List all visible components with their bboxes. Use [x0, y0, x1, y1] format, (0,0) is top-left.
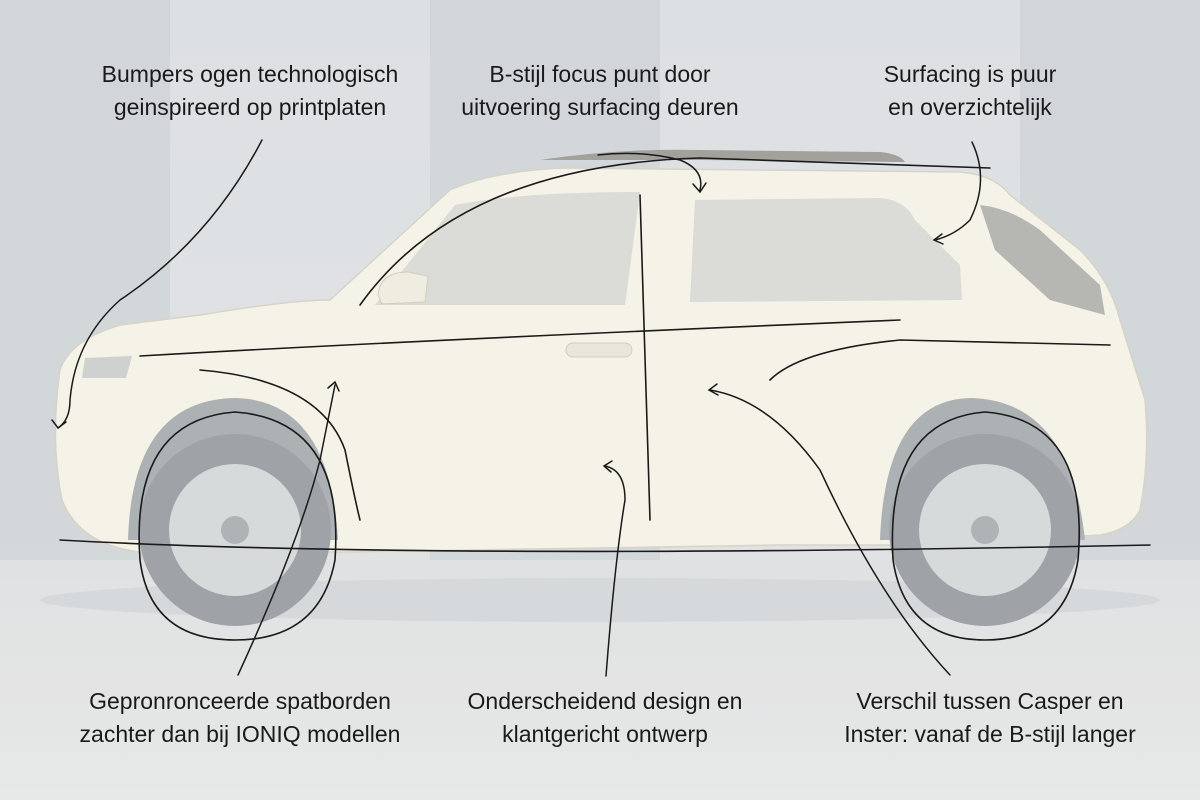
- annotation-surfacing: Surfacing is puur en overzichtelijk: [883, 61, 1057, 120]
- sketch-roof: [359, 157, 991, 306]
- rear-window: [690, 198, 962, 302]
- annotation-b-pillar: B-stijl focus punt door uitvoering surfa…: [461, 61, 739, 120]
- annotation-bumpers: Bumpers ogen technologisch geinspireerd …: [101, 61, 399, 120]
- leader-surfacing: [934, 141, 982, 241]
- sketch-b-pillar: [639, 194, 651, 521]
- front-wheel: [139, 434, 331, 626]
- door-handle: [565, 342, 633, 358]
- leader-lines: [57, 139, 982, 677]
- sketch-rocker: [59, 539, 1151, 553]
- annotation-difference: Verschil tussen Casper en Inster: vanaf …: [844, 688, 1136, 747]
- front-window: [375, 192, 640, 305]
- leader-arrowheads: [51, 182, 944, 473]
- side-mirror: [377, 271, 429, 305]
- leader-fenders: [237, 384, 336, 676]
- leader-bumpers: [57, 139, 263, 429]
- rear-quarter-window: [980, 205, 1105, 315]
- sketch-beltline: [139, 319, 901, 357]
- sketch-lines: [59, 157, 1151, 641]
- leader-difference: [709, 389, 951, 676]
- annotation-fenders: Gepronronceerde spatborden zachter dan b…: [79, 688, 401, 747]
- sketch-rear-wheel: [891, 411, 1080, 641]
- annotation-design: Onderscheidend design en klantgericht on…: [467, 688, 743, 747]
- sketch-rear-panel: [769, 339, 1111, 381]
- leader-design: [604, 465, 626, 677]
- sketch-front-fender: [199, 369, 361, 521]
- car-shadow: [40, 578, 1160, 622]
- leader-b-pillar: [597, 152, 702, 191]
- rear-wheel: [889, 434, 1081, 626]
- headlight: [82, 356, 132, 378]
- sketch-front-wheel: [138, 411, 337, 641]
